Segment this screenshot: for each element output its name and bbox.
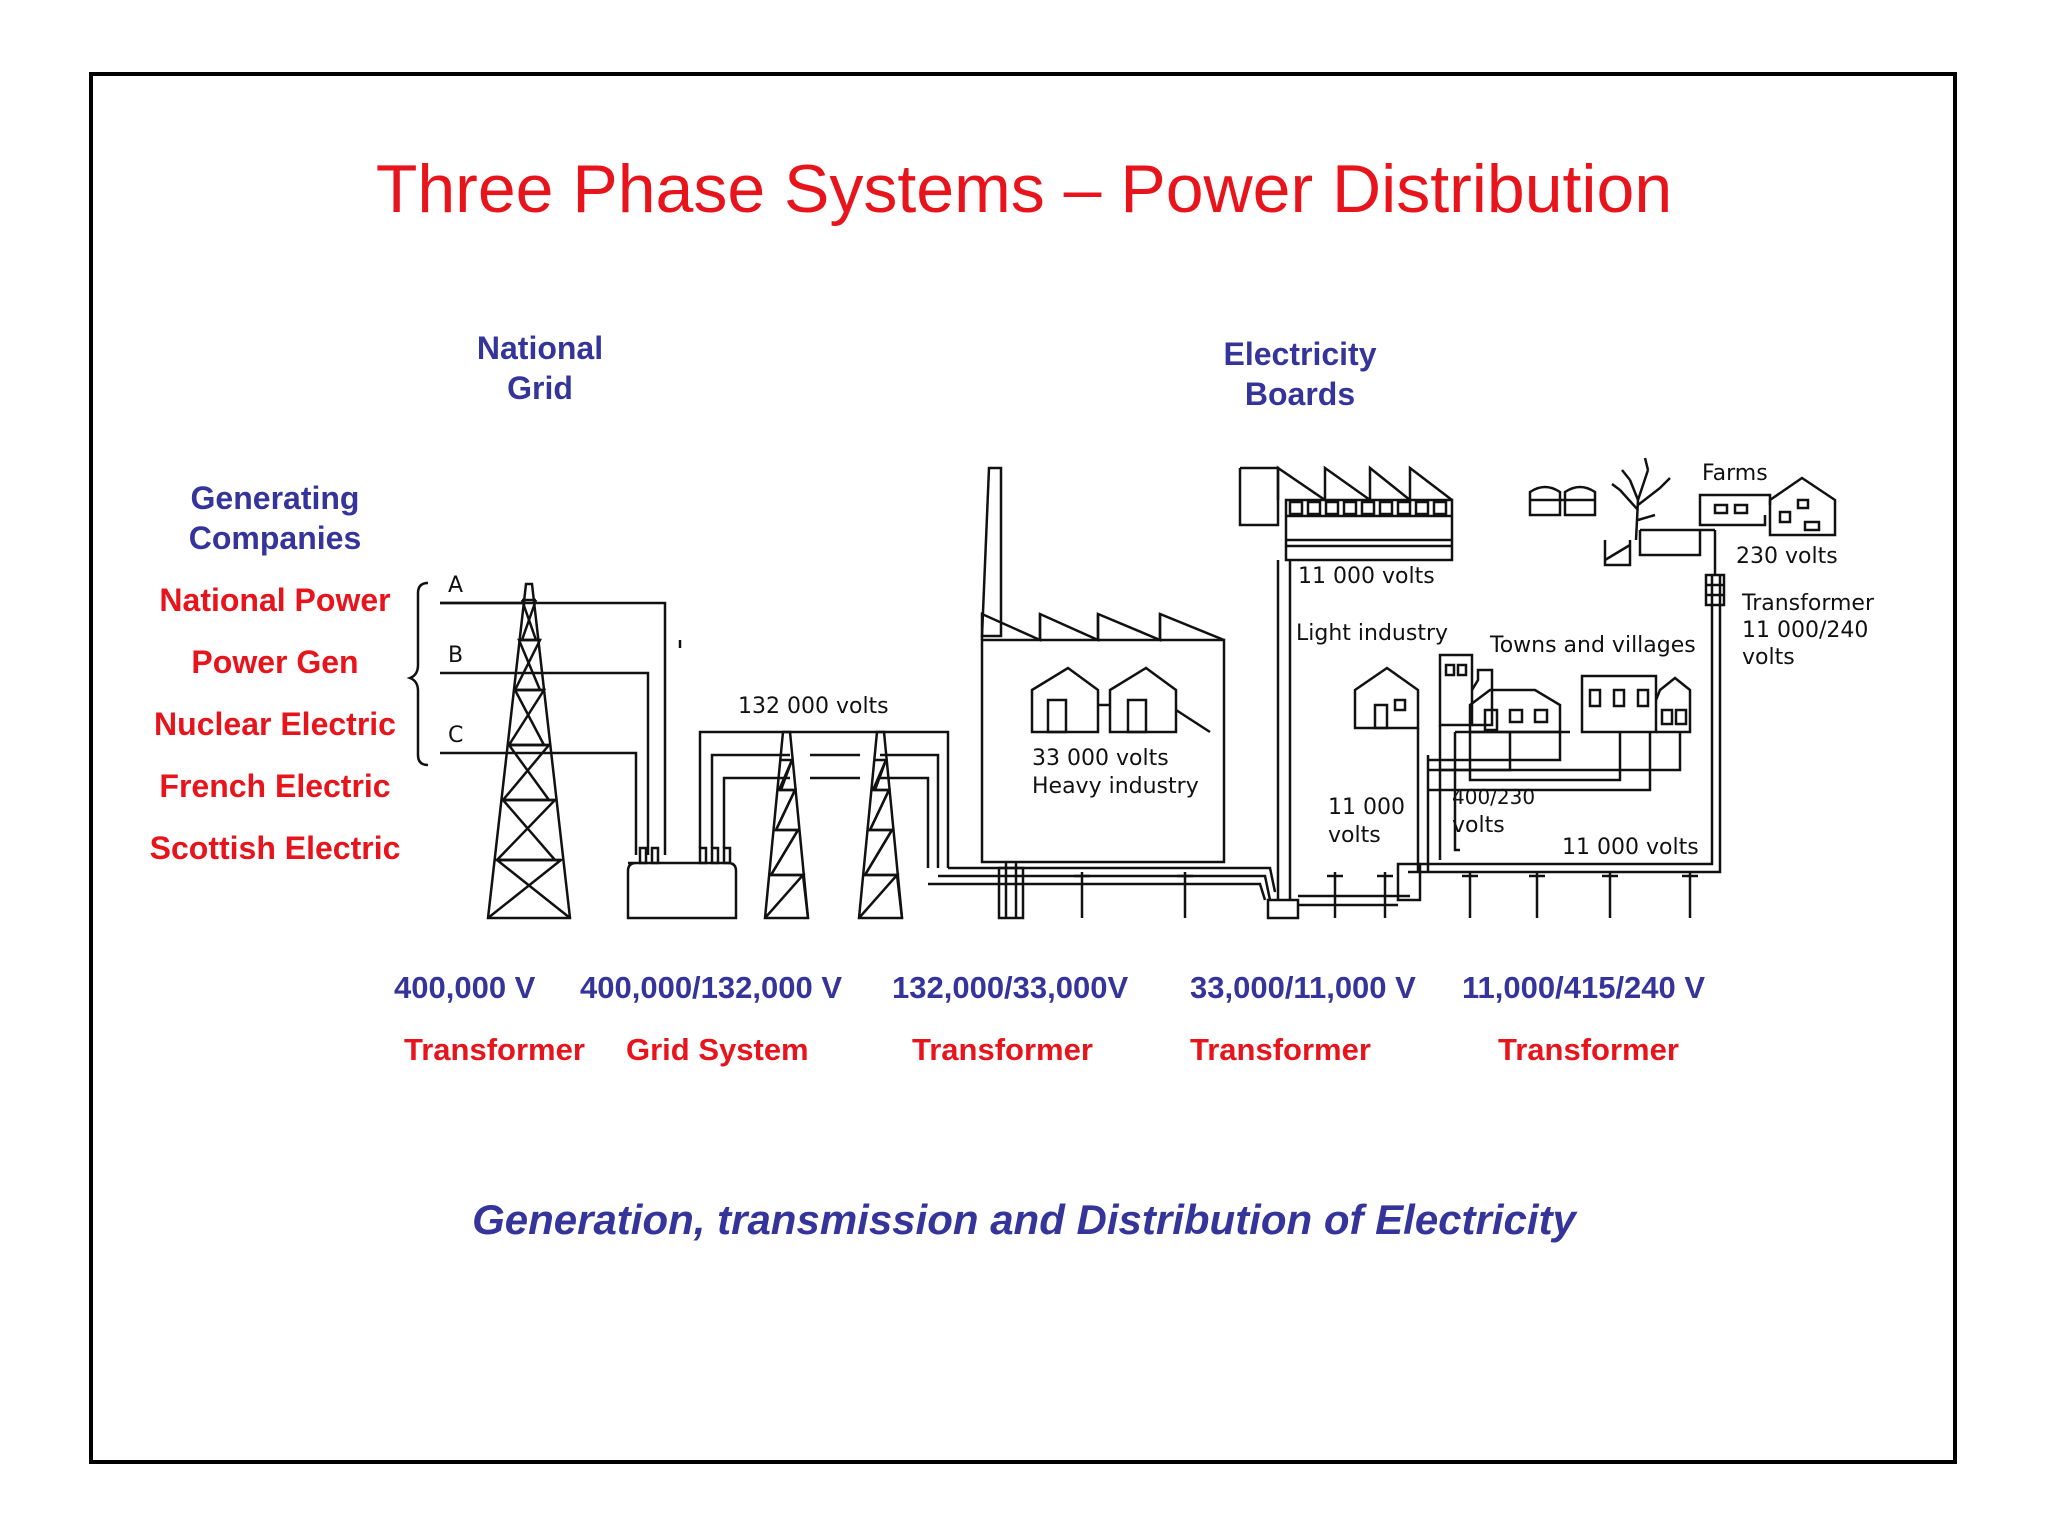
lines-33kv xyxy=(928,868,1275,900)
stage-2-voltage: 400,000/132,000 V xyxy=(580,970,843,1005)
slide-title: Three Phase Systems – Power Distribution xyxy=(375,151,1673,227)
phase-lines xyxy=(440,603,665,855)
heavy-industry-factory xyxy=(982,468,1224,862)
main-transmission-tower xyxy=(440,584,570,918)
company-scottish-electric: Scottish Electric xyxy=(149,830,401,866)
label-light-industry: Light industry xyxy=(1296,621,1449,646)
stage-1-name: Transformer xyxy=(404,1032,585,1067)
lines-11kv xyxy=(1298,575,1720,905)
label-11000-volts-right: 11 000 volts xyxy=(1562,835,1699,860)
light-industry-factory xyxy=(1240,468,1452,560)
company-national-power: National Power xyxy=(159,582,391,618)
label-400-230: 400/230 xyxy=(1452,785,1536,809)
generating-companies-heading: Generating Companies xyxy=(188,480,362,556)
label-132000-volts: 132 000 volts xyxy=(738,694,889,719)
national-grid-heading: National Grid xyxy=(476,330,604,406)
distribution-poles xyxy=(1074,872,1698,918)
stage-3-voltage: 132,000/33,000V xyxy=(892,970,1129,1005)
label-towns-and-villages: Towns and villages xyxy=(1490,633,1696,658)
label-11000: 11 000 xyxy=(1328,795,1405,820)
phase-label-a: A xyxy=(448,573,464,598)
slide-frame xyxy=(89,72,1957,1464)
small-tower-1 xyxy=(765,732,808,918)
grid-transformer-box xyxy=(628,863,736,918)
stage-2-name: Grid System xyxy=(626,1032,809,1067)
label-heavy-industry: Heavy industry xyxy=(1032,774,1199,799)
company-power-gen: Power Gen xyxy=(191,644,359,680)
label-transformer-ratio: 11 000/240 xyxy=(1742,618,1869,643)
small-tower-2 xyxy=(859,732,902,918)
stage-4-voltage: 33,000/11,000 V xyxy=(1190,970,1416,1005)
phase-label-b: B xyxy=(448,643,464,668)
phase-brace xyxy=(410,583,428,765)
farm-tree xyxy=(1612,458,1670,540)
company-nuclear-electric: Nuclear Electric xyxy=(154,706,396,742)
lines-132kv xyxy=(700,732,948,868)
substation-block xyxy=(1268,900,1298,918)
farm-buildings xyxy=(1530,478,1835,565)
label-11000-unit: volts xyxy=(1328,823,1381,848)
stage-3-name: Transformer xyxy=(912,1032,1093,1067)
label-transformer-unit: volts xyxy=(1742,645,1795,670)
towns-distribution xyxy=(1398,725,1680,900)
farm-transformer xyxy=(1706,575,1724,605)
electricity-boards-heading: Electricity Boards xyxy=(1223,336,1377,412)
phase-label-c: C xyxy=(448,723,464,748)
stage-1-voltage: 400,000 V xyxy=(394,970,536,1005)
towns-houses xyxy=(1355,655,1690,732)
company-french-electric: French Electric xyxy=(159,768,391,804)
stage-5-voltage: 11,000/415/240 V xyxy=(1462,970,1706,1005)
label-heavy-industry-volts: 33 000 volts xyxy=(1032,746,1169,771)
label-light-industry-volts: 11 000 volts xyxy=(1298,564,1435,589)
slide-caption: Generation, transmission and Distributio… xyxy=(472,1196,1576,1243)
label-400-230-unit: volts xyxy=(1452,813,1505,838)
label-transformer: Transformer xyxy=(1742,591,1875,616)
label-farms: Farms xyxy=(1702,461,1768,486)
stage-5-name: Transformer xyxy=(1498,1032,1679,1067)
stage-4-name: Transformer xyxy=(1190,1032,1371,1067)
label-farm-230-volts: 230 volts xyxy=(1736,544,1838,569)
transformer-bushings xyxy=(640,848,730,863)
